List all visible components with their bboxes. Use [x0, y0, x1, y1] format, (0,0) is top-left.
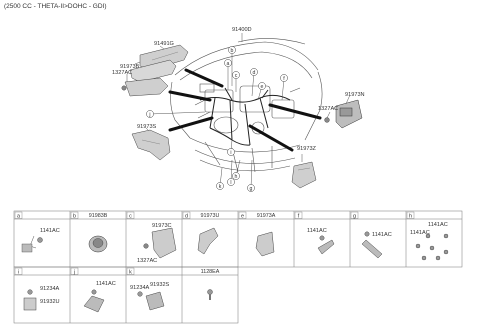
grid-letter-e: e [241, 213, 244, 219]
part-91973B [124, 59, 177, 97]
grid-letter-g: g [353, 213, 356, 219]
callout-j: j [146, 110, 154, 118]
grid-letter-d: d [185, 213, 188, 219]
cell-k-label-2: 91932S [150, 282, 170, 288]
svg-text:h: h [235, 174, 238, 180]
cell-j-label: 1141AC [96, 281, 116, 287]
grid-letter-j: j [73, 269, 75, 275]
cell-k-label-1: 91234A [130, 285, 150, 291]
cell-j: 1141AC [83, 281, 116, 313]
cell-c-label-2: 1327AC [137, 258, 157, 264]
cell-c-label-1: 91973C [152, 223, 172, 229]
parts-grid [13, 210, 463, 324]
svg-text:a: a [227, 61, 230, 67]
part-91973Z [291, 161, 317, 189]
grid-head-91973A: 91973A [257, 213, 276, 219]
label-91973S: 91973S [137, 124, 157, 130]
cell-k: 91234A 91932S [130, 282, 170, 311]
cell-1128EA [207, 289, 213, 300]
grid-head-91983B: 91983B [89, 213, 108, 219]
cell-h-label-1: 1141AC [428, 222, 448, 228]
grid-letter-b: b [73, 213, 76, 219]
callout-h: h [232, 172, 240, 180]
cell-c: 91973C 1327AC [137, 223, 177, 264]
svg-text:j: j [148, 112, 150, 118]
cell-a-label: 1141AC [40, 228, 60, 234]
cell-i: 91234A 91932U [23, 286, 60, 311]
label-91973N: 91973N [345, 92, 365, 98]
callout-b: b [228, 46, 236, 54]
diagram-title: (2500 CC - THETA-II>DOHC - GDI) [4, 3, 107, 10]
cell-b [88, 235, 108, 253]
callout-c: c [232, 71, 240, 79]
cell-g-label: 1141AC [372, 232, 392, 238]
cell-e [255, 231, 275, 257]
callout-i: i [227, 148, 235, 156]
callout-f: f [280, 74, 288, 82]
cell-a: 1141AC [21, 228, 60, 253]
svg-text:c: c [235, 73, 238, 79]
callout-l: l [227, 178, 235, 186]
callout-d: d [250, 68, 258, 76]
svg-text:k: k [219, 184, 222, 190]
cell-g: 1141AC [361, 231, 392, 259]
cell-f: 1141AC [307, 228, 335, 255]
cell-i-label-1: 91234A [40, 286, 60, 292]
grid-letters: a b c d e f g h i j k [14, 211, 415, 275]
wiring-harness [199, 87, 291, 146]
cell-i-label-2: 91932U [40, 299, 60, 305]
label-1327AC-left: 1327AC [112, 70, 132, 76]
grid-letter-h: h [409, 213, 412, 219]
svg-text:i: i [230, 150, 231, 156]
part-91973S [131, 129, 171, 161]
label-1327AC-right: 1327AC [318, 106, 338, 112]
cell-f-label: 1141AC [307, 228, 327, 234]
svg-text:d: d [253, 70, 256, 76]
svg-text:f: f [283, 76, 285, 82]
part-1327AC-left-bolt [121, 85, 127, 91]
label-91973B: 91973B [120, 64, 140, 70]
cell-h: 1141AC 1141AC [410, 222, 449, 261]
part-1327AC-right-bolt [324, 117, 330, 123]
pointer-bars [168, 68, 322, 152]
grid-letter-a: a [17, 213, 20, 219]
label-91400D: 91400D [232, 27, 252, 33]
grid-head-1128EA: 1128EA [201, 269, 220, 275]
svg-text:l: l [230, 180, 231, 186]
callout-e: e [258, 82, 266, 90]
svg-text:g: g [250, 186, 253, 192]
label-91491G: 91491G [154, 41, 174, 47]
grid-letter-c: c [129, 213, 132, 219]
svg-text:e: e [261, 84, 264, 90]
cell-h-label-2: 1141AC [410, 230, 430, 236]
grid-letter-k: k [129, 269, 132, 275]
part-91973N [335, 99, 363, 129]
callout-k: k [216, 182, 224, 190]
label-91973Z: 91973Z [297, 146, 317, 152]
callout-g: g [247, 184, 255, 192]
grid-head-91973U: 91973U [201, 213, 220, 219]
callout-a: a [224, 59, 232, 67]
svg-text:b: b [231, 48, 234, 54]
grid-letter-i: i [18, 269, 19, 275]
grid-letter-f: f [298, 213, 300, 219]
cell-d [197, 227, 219, 255]
part-91491G [139, 44, 189, 71]
